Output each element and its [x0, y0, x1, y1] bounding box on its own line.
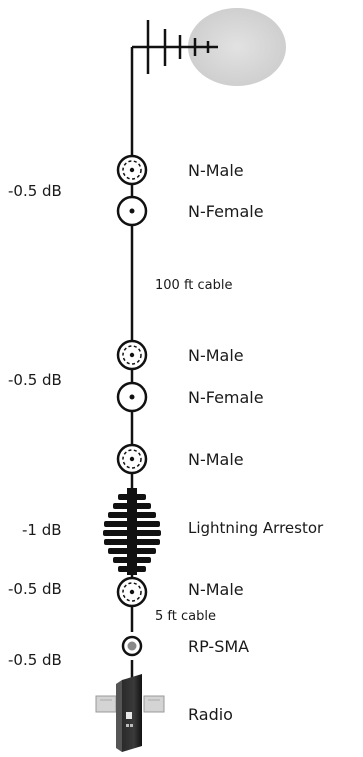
- n-male-label: N-Male: [188, 450, 244, 469]
- loss-label: -0.5 dB: [8, 651, 62, 669]
- n-female-connector-icon: [116, 195, 148, 227]
- radio-label: Radio: [188, 705, 233, 724]
- n-male-label: N-Male: [188, 161, 244, 180]
- n-male-connector-icon: [116, 154, 148, 186]
- short-cable-label: 5 ft cable: [155, 609, 216, 624]
- n-male-label: N-Male: [188, 346, 244, 365]
- long-cable-label: 100 ft cable: [155, 278, 233, 293]
- antenna-icon: [130, 20, 218, 158]
- rp-sma-connector-icon: [121, 635, 143, 657]
- loss-label: -0.5 dB: [8, 182, 62, 200]
- n-female-connector-icon: [116, 381, 148, 413]
- loss-label: -1 dB: [22, 521, 62, 539]
- antenna-glow: [188, 8, 286, 86]
- n-female-label: N-Female: [188, 388, 264, 407]
- n-male-label: N-Male: [188, 580, 244, 599]
- lightning-arrestor-icon: [103, 488, 161, 575]
- lightning-arrestor-label: Lightning Arrestor: [188, 519, 324, 537]
- loss-label: -0.5 dB: [8, 371, 62, 389]
- loss-label: -0.5 dB: [8, 580, 62, 598]
- rp-sma-label: RP-SMA: [188, 637, 250, 656]
- n-male-connector-icon: [116, 576, 148, 608]
- n-male-connector-icon: [116, 443, 148, 475]
- n-male-connector-icon: [116, 339, 148, 371]
- n-female-label: N-Female: [188, 202, 264, 221]
- radio-device-icon: [95, 674, 165, 752]
